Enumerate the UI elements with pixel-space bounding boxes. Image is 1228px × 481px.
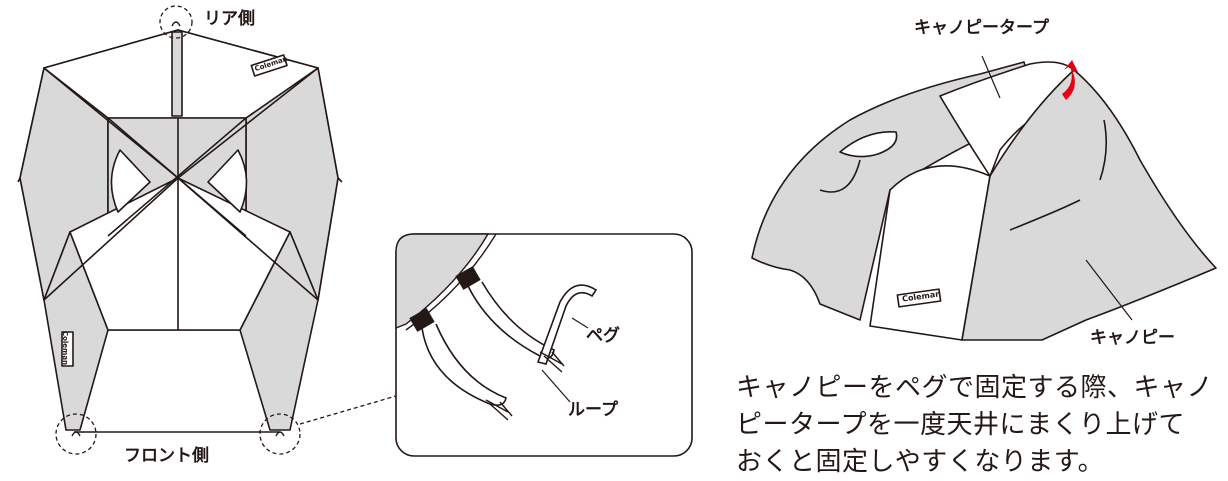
coleman-logo-3d — [896, 288, 942, 308]
tent-front-left-leg — [43, 231, 109, 431]
canopy-label: キャノピー — [1090, 328, 1175, 348]
rear-callout-circle — [159, 5, 193, 39]
coleman-logo-top — [250, 54, 288, 77]
caption-text: キャノピーをペグで固定する際、キャノ ピータープを一度天井にまくり上げて おくと… — [736, 370, 1216, 481]
front-right-callout-circle — [259, 413, 301, 455]
peg-label: ペグ — [586, 326, 620, 346]
left-vent-window — [110, 149, 151, 213]
loop-label: ループ — [568, 400, 618, 420]
stake-callouts — [55, 5, 397, 455]
tent-vent — [839, 131, 898, 158]
tent-front-panel — [69, 177, 291, 331]
caption-line-1: キャノピーをペグで固定する際、キャノ — [736, 373, 1214, 403]
front-left-callout-circle — [55, 413, 97, 455]
caption-line-3: おくと固定しやすくなります。 — [736, 447, 1105, 477]
detail-leader-line — [299, 395, 397, 425]
loop-cord-1 — [421, 323, 507, 406]
fold-up-arrow-icon — [1062, 60, 1078, 100]
rear-side-label: リア側 — [204, 9, 255, 29]
caption-line-2: ピータープを一度天井にまくり上げて — [736, 410, 1185, 440]
peg-loop-detail — [395, 233, 693, 457]
logo-text-side: Coleman — [61, 330, 70, 366]
canopy-tarp-label: キャノピータープ — [914, 18, 1049, 38]
tent-top-view — [17, 29, 343, 433]
tent-front-right-leg — [239, 231, 319, 431]
right-vent-window — [207, 149, 248, 213]
canopy-body — [961, 69, 1217, 341]
coleman-logo-side — [61, 331, 74, 367]
tent-3d-view — [751, 55, 1217, 341]
peg — [536, 284, 598, 365]
center-pole — [171, 31, 183, 117]
front-side-label: フロント側 — [124, 446, 209, 466]
